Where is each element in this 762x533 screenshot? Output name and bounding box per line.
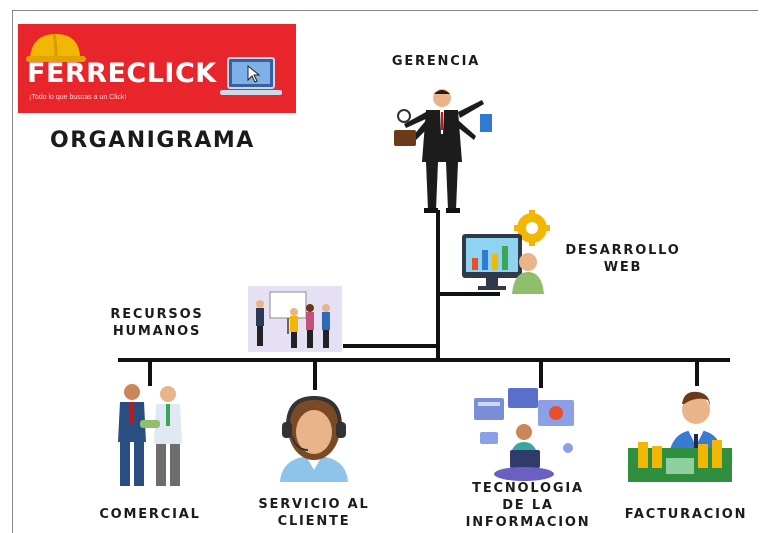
- node-recursos-humanos-label: RECURSOS HUMANOS: [110, 307, 204, 339]
- brand-tagline: ¡Todo lo que buscas a un Click!: [29, 94, 127, 101]
- brand-name: FERRECLICK: [27, 58, 217, 89]
- web-developer-icon: [462, 210, 550, 294]
- node-tecnologia-label: TECNOLOGIA DE LA INFORMACION: [465, 481, 591, 530]
- team-meeting-icon: [248, 286, 342, 352]
- node-gerencia-label: GERENCIA: [391, 54, 481, 69]
- node-facturacion-label: FACTURACION: [624, 507, 748, 522]
- executive-icon: [394, 89, 492, 213]
- node-servicio-cliente-label: SERVICIO AL CLIENTE: [258, 497, 370, 529]
- hard-hat-icon: [26, 33, 86, 62]
- call-center-icon: [280, 395, 348, 482]
- billing-icon: [628, 391, 732, 482]
- laptop-cursor-icon: [220, 57, 282, 95]
- handshake-icon: [118, 384, 182, 486]
- tech-workstation-icon: [474, 388, 574, 481]
- node-desarrollo-web-label: DESARROLLO WEB: [565, 243, 681, 275]
- brand-banner: FERRECLICK ¡Todo lo que buscas a un Clic…: [18, 24, 296, 113]
- frame-top-border: [12, 10, 758, 11]
- frame-left-border: [12, 10, 13, 533]
- node-comercial-label: COMERCIAL: [99, 507, 201, 522]
- page-title: ORGANIGRAMA: [50, 128, 255, 153]
